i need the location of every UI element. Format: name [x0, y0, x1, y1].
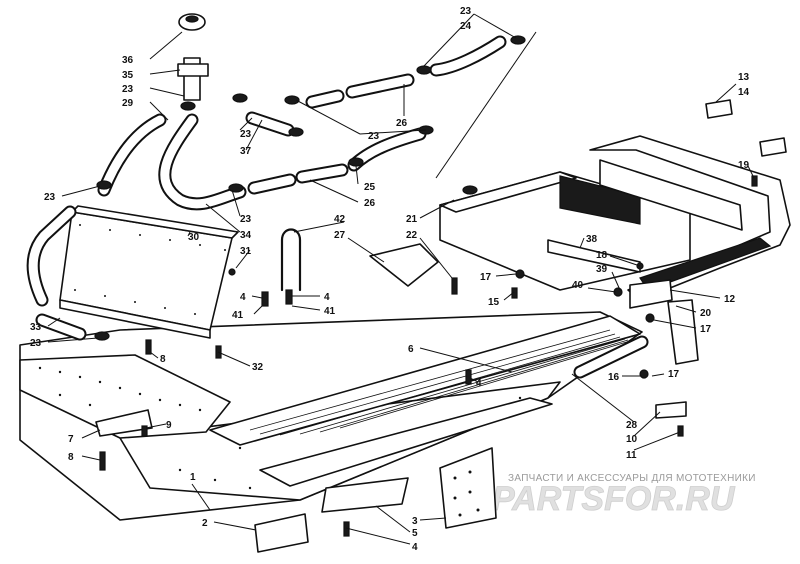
callout-4: 4 — [476, 378, 482, 389]
callout-13: 13 — [738, 72, 750, 83]
callout-19: 19 — [738, 160, 750, 171]
callout-2: 2 — [202, 518, 208, 529]
callout-37: 37 — [240, 146, 252, 157]
callout-26: 26 — [396, 118, 408, 129]
callout-39: 39 — [596, 264, 608, 275]
callout-31: 31 — [240, 246, 252, 257]
callout-3: 3 — [412, 516, 418, 527]
callout-labels: 36 35 23 29 23 24 26 23 37 23 25 26 23 3… — [30, 6, 750, 553]
callout-18: 18 — [596, 250, 608, 261]
callout-20: 20 — [700, 308, 712, 319]
callout-11: 11 — [626, 450, 637, 461]
watermark-tagline: ЗАПЧАСТИ И АКСЕССУАРЫ ДЛЯ МОТОТЕХНИКИ — [508, 473, 756, 484]
watermark-logo: PARTSFOR.RU — [492, 480, 736, 518]
callout-10: 10 — [626, 434, 638, 445]
callout-1: 1 — [190, 472, 196, 483]
callout-23: 23 — [368, 131, 380, 142]
callout-32: 32 — [252, 362, 264, 373]
leader-lines — [47, 13, 755, 545]
callout-27: 27 — [334, 230, 346, 241]
callout-5: 5 — [412, 528, 418, 539]
callout-23: 23 — [30, 338, 42, 349]
callout-34: 34 — [240, 230, 252, 241]
rear-bracket — [655, 299, 699, 419]
rear-bumper — [589, 135, 791, 309]
callout-8: 8 — [160, 354, 166, 365]
callout-15: 15 — [488, 297, 500, 308]
filler-neck — [177, 13, 209, 101]
front-bracket — [95, 243, 439, 437]
tunnel-trim — [209, 315, 641, 487]
callout-4: 4 — [324, 292, 330, 303]
callout-8: 8 — [68, 452, 74, 463]
callout-29: 29 — [122, 98, 134, 109]
callout-41: 41 — [324, 306, 336, 317]
callout-23: 23 — [240, 214, 252, 225]
callout-42: 42 — [334, 214, 346, 225]
callout-17: 17 — [668, 369, 680, 380]
callout-28: 28 — [626, 420, 638, 431]
callout-41: 41 — [232, 310, 244, 321]
coolant-hoses — [26, 35, 649, 379]
callout-21: 21 — [406, 214, 418, 225]
heat-exchanger — [59, 205, 239, 339]
bumper-mount-bracket — [439, 447, 497, 529]
reflector-decals — [705, 99, 787, 157]
callout-26: 26 — [364, 198, 376, 209]
callout-36: 36 — [122, 55, 134, 66]
callout-9: 9 — [166, 420, 172, 431]
callout-30: 30 — [188, 232, 200, 243]
callout-38: 38 — [586, 234, 598, 245]
callout-6: 6 — [408, 344, 414, 355]
callout-17: 17 — [480, 272, 492, 283]
rear-tunnel — [439, 171, 691, 291]
callout-4: 4 — [412, 542, 418, 553]
callout-33: 33 — [30, 322, 42, 333]
callout-16: 16 — [608, 372, 620, 383]
callout-17: 17 — [700, 324, 712, 335]
callout-24: 24 — [460, 21, 472, 32]
callout-14: 14 — [738, 87, 750, 98]
callout-35: 35 — [122, 70, 134, 81]
hose-clamps — [94, 35, 526, 341]
u-bolt — [280, 228, 302, 292]
callout-23: 23 — [240, 129, 252, 140]
callout-25: 25 — [364, 182, 376, 193]
side-plate — [254, 513, 309, 553]
watermark: PARTSFOR.RU ЗАПЧАСТИ И АКСЕССУАРЫ ДЛЯ МО… — [492, 473, 756, 518]
callout-23: 23 — [44, 192, 56, 203]
callout-23: 23 — [122, 84, 134, 95]
callout-22: 22 — [406, 230, 418, 241]
callout-12: 12 — [724, 294, 736, 305]
callout-40: 40 — [572, 280, 584, 291]
callout-4: 4 — [240, 292, 246, 303]
skid-plate — [321, 477, 409, 513]
callout-7: 7 — [68, 434, 74, 445]
callout-23: 23 — [460, 6, 472, 17]
